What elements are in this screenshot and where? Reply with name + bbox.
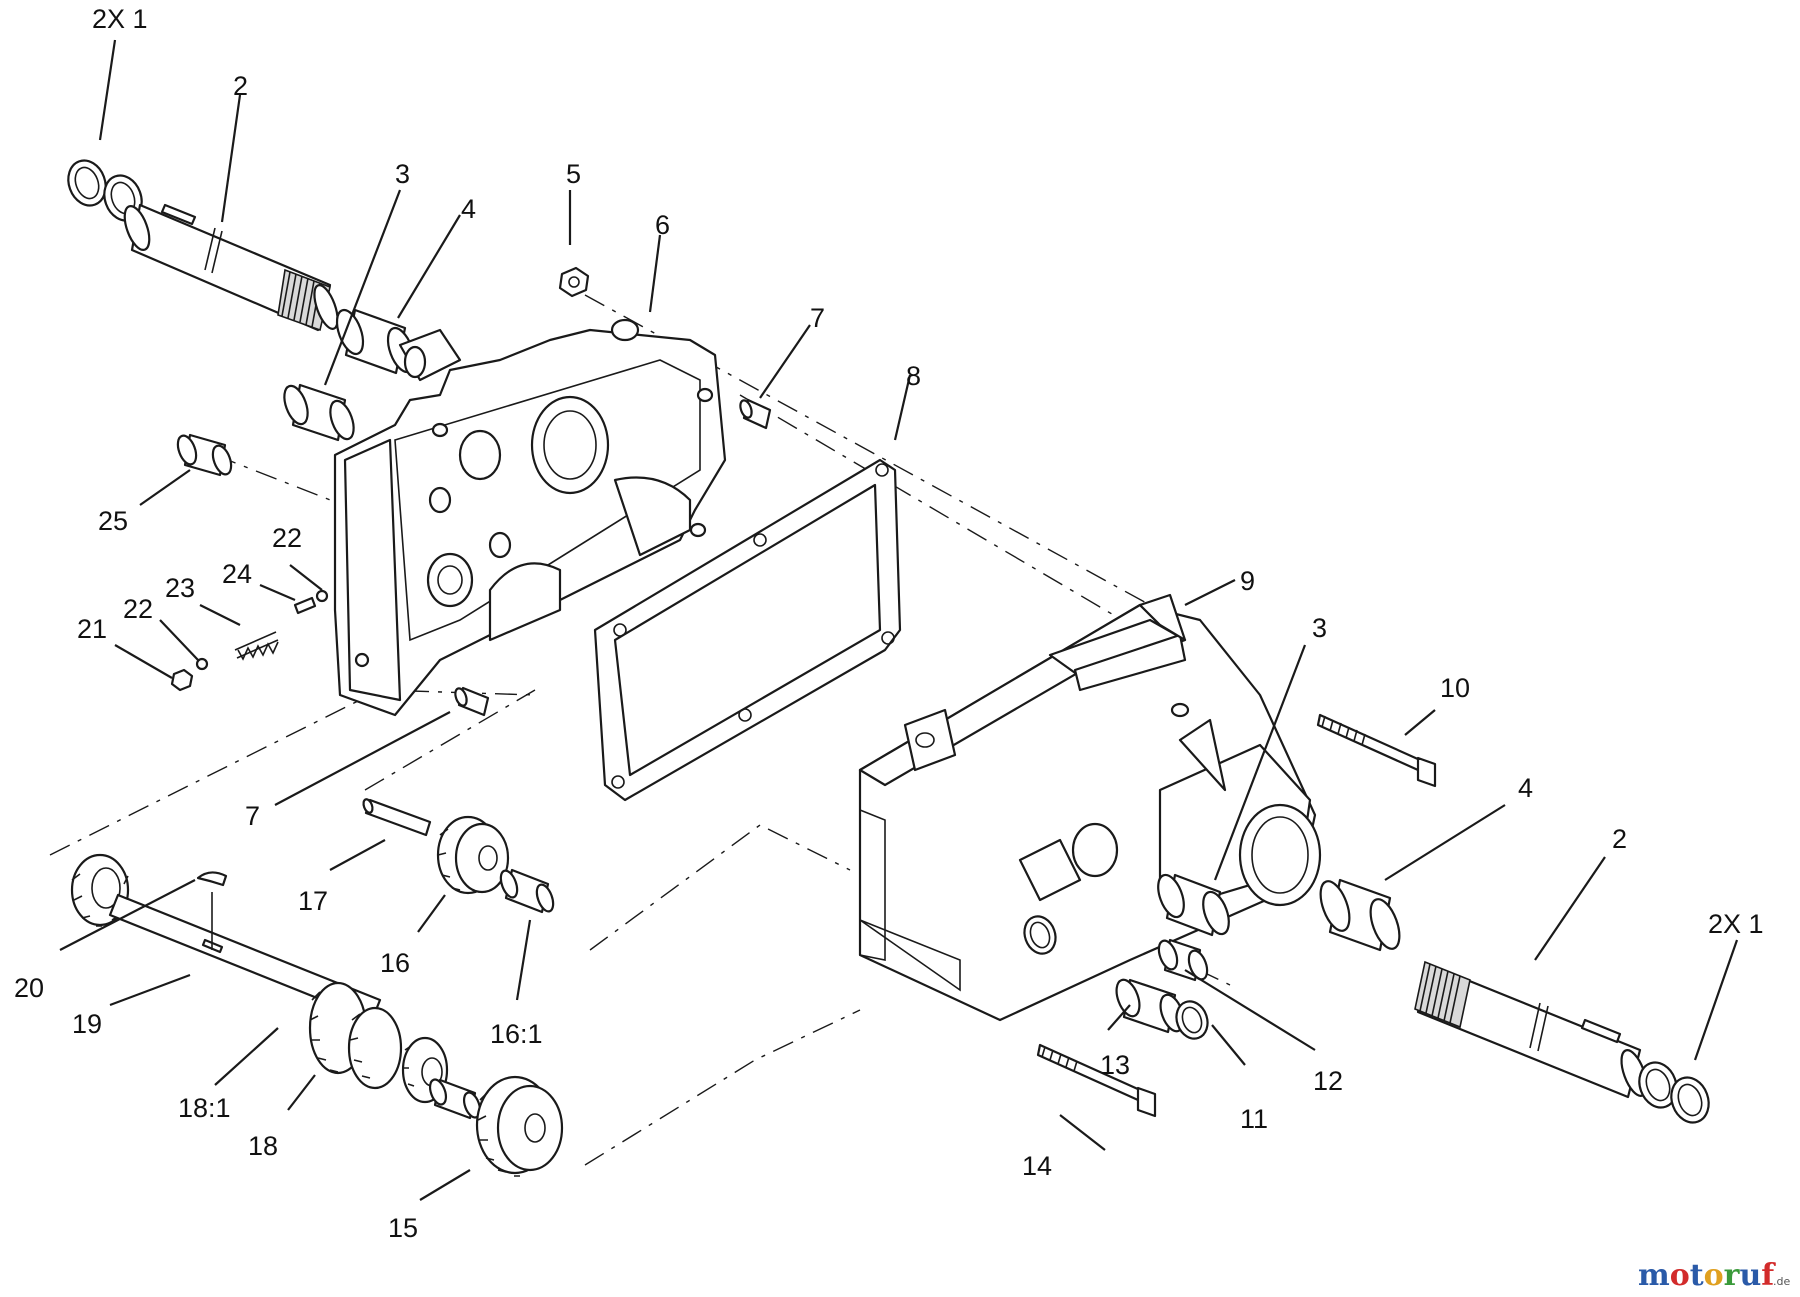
callout-label: 21: [77, 614, 107, 644]
watermark-letter: f: [1761, 1258, 1776, 1293]
left-housing: [333, 318, 727, 717]
right-housing: [858, 593, 1322, 1022]
gear-train: [70, 798, 564, 1177]
callout-label: 5: [566, 159, 581, 189]
callout-label: 12: [1313, 1066, 1343, 1096]
callout-label: 24: [222, 559, 252, 589]
callout-label: 16:1: [490, 1019, 543, 1049]
gasket: [593, 458, 902, 802]
callout-label: 4: [1518, 773, 1533, 803]
callout-label: 11: [1240, 1104, 1268, 1134]
callout-label: 19: [72, 1009, 102, 1039]
watermark-letter: o: [1670, 1258, 1690, 1293]
right-side-fasteners: [1023, 713, 1437, 1118]
callout-label: 14: [1022, 1151, 1052, 1181]
callout-label: 25: [98, 506, 128, 536]
axle-shaft-top: [123, 203, 339, 332]
watermark-letter: t: [1690, 1258, 1704, 1293]
callout-label: 2X 1: [1708, 909, 1764, 939]
callout-label: 16: [380, 948, 410, 978]
callout-label: 22: [272, 523, 302, 553]
watermark-logo: motoruf .de: [1638, 1258, 1790, 1293]
detent-parts: [170, 589, 329, 692]
callout-label: 17: [298, 886, 328, 916]
callout-label: 7: [245, 801, 260, 831]
watermark-letter: r: [1724, 1258, 1741, 1293]
bushings-top: [176, 308, 416, 477]
callout-label: 4: [461, 194, 476, 224]
leader-lines: [59, 39, 1739, 1201]
callout-label: 2X 1: [92, 4, 148, 34]
callout-label: 7: [810, 303, 825, 333]
callout-label: 10: [1440, 673, 1470, 703]
watermark-letter: o: [1704, 1258, 1724, 1293]
callout-label: 18: [248, 1131, 278, 1161]
nut-and-dowels: [454, 266, 772, 717]
watermark-letter: m: [1638, 1258, 1670, 1293]
callout-label: 18:1: [178, 1093, 231, 1123]
svg-text:motoruf: motoruf: [1638, 1258, 1776, 1293]
callout-label: 2: [233, 71, 248, 101]
callout-labels: 2X 1 2 3 4 5 6 7 8 25 22 24 23 22 21 9 3…: [14, 4, 1764, 1243]
right-shaft-assembly: [1157, 873, 1710, 1124]
callout-label: 22: [123, 594, 153, 624]
watermark-letter: u: [1739, 1258, 1761, 1293]
callout-label: 13: [1100, 1050, 1130, 1080]
callout-label: 23: [165, 573, 195, 603]
callout-label: 20: [14, 973, 44, 1003]
callout-label: 3: [395, 159, 410, 189]
snap-rings-top-left: [67, 159, 143, 222]
callout-label: 15: [388, 1213, 418, 1243]
callout-label: 3: [1312, 613, 1327, 643]
watermark-suffix: .de: [1773, 1275, 1790, 1288]
callout-label: 9: [1240, 566, 1255, 596]
callout-label: 6: [655, 210, 670, 240]
callout-label: 8: [906, 361, 921, 391]
callout-label: 2: [1612, 824, 1627, 854]
